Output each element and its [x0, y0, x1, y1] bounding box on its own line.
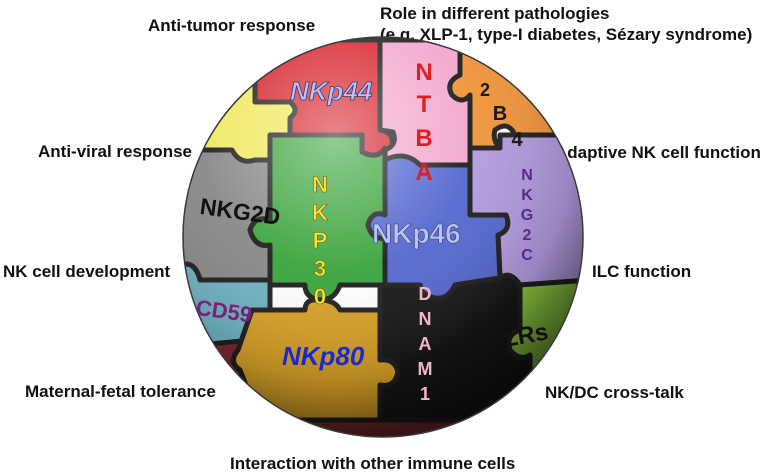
label-pathologies-line2: (e.g. XLP-1, type-I diabetes, Sézary syn… — [380, 25, 753, 44]
label-adaptive-nk-function: Adaptive NK cell function — [555, 143, 761, 162]
label-2b4-4: 4 — [511, 129, 523, 151]
label-ilc-function: ILC function — [592, 262, 692, 281]
label-dnam1-m: M — [418, 359, 433, 379]
label-nkp30-0: 0 — [314, 284, 326, 309]
label-nkp46: NKp46 — [372, 218, 461, 249]
label-nk-dc-cross-talk: NK/DC cross-talk — [545, 383, 684, 402]
label-nkg2c-c: C — [521, 247, 533, 264]
label-2b4-b: B — [493, 103, 507, 125]
sphere-shading — [183, 37, 583, 437]
label-dnam1-a: A — [419, 334, 432, 354]
label-nkg2c-n: N — [521, 167, 533, 184]
label-ntba-a: A — [415, 159, 432, 186]
label-nkp30-3: 3 — [314, 256, 326, 281]
label-nkg2c-k: K — [521, 187, 533, 204]
label-nkp30-p: P — [313, 228, 328, 253]
label-ntba-t: T — [417, 91, 432, 118]
label-ntba-b: B — [415, 125, 432, 152]
label-nkg2c-2: 2 — [523, 227, 532, 244]
label-nkp44: NKp44 — [290, 76, 373, 106]
label-dnam1-d: D — [419, 284, 432, 304]
label-2b4-2: 2 — [480, 80, 490, 100]
label-anti-viral-response: Anti-viral response — [38, 142, 192, 161]
sphere-outline — [182, 36, 584, 438]
label-dnam1-n: N — [419, 309, 432, 329]
label-nkp30-n: N — [312, 172, 328, 197]
label-ntba-n: N — [415, 59, 432, 86]
label-anti-tumor-response: Anti-tumor response — [148, 16, 316, 35]
label-maternal-fetal-tolerance: Maternal-fetal tolerance — [25, 382, 216, 401]
label-interaction-immune-cells: Interaction with other immune cells — [230, 454, 516, 473]
label-nkp80: NKp80 — [282, 341, 365, 371]
label-nkg2c-g: G — [521, 207, 533, 224]
label-dnam1-1: 1 — [420, 384, 430, 404]
label-nkp30-k: K — [312, 200, 328, 225]
label-nk-cell-development: NK cell development — [3, 262, 171, 281]
label-pathologies-line1: Role in different pathologies — [380, 4, 610, 23]
